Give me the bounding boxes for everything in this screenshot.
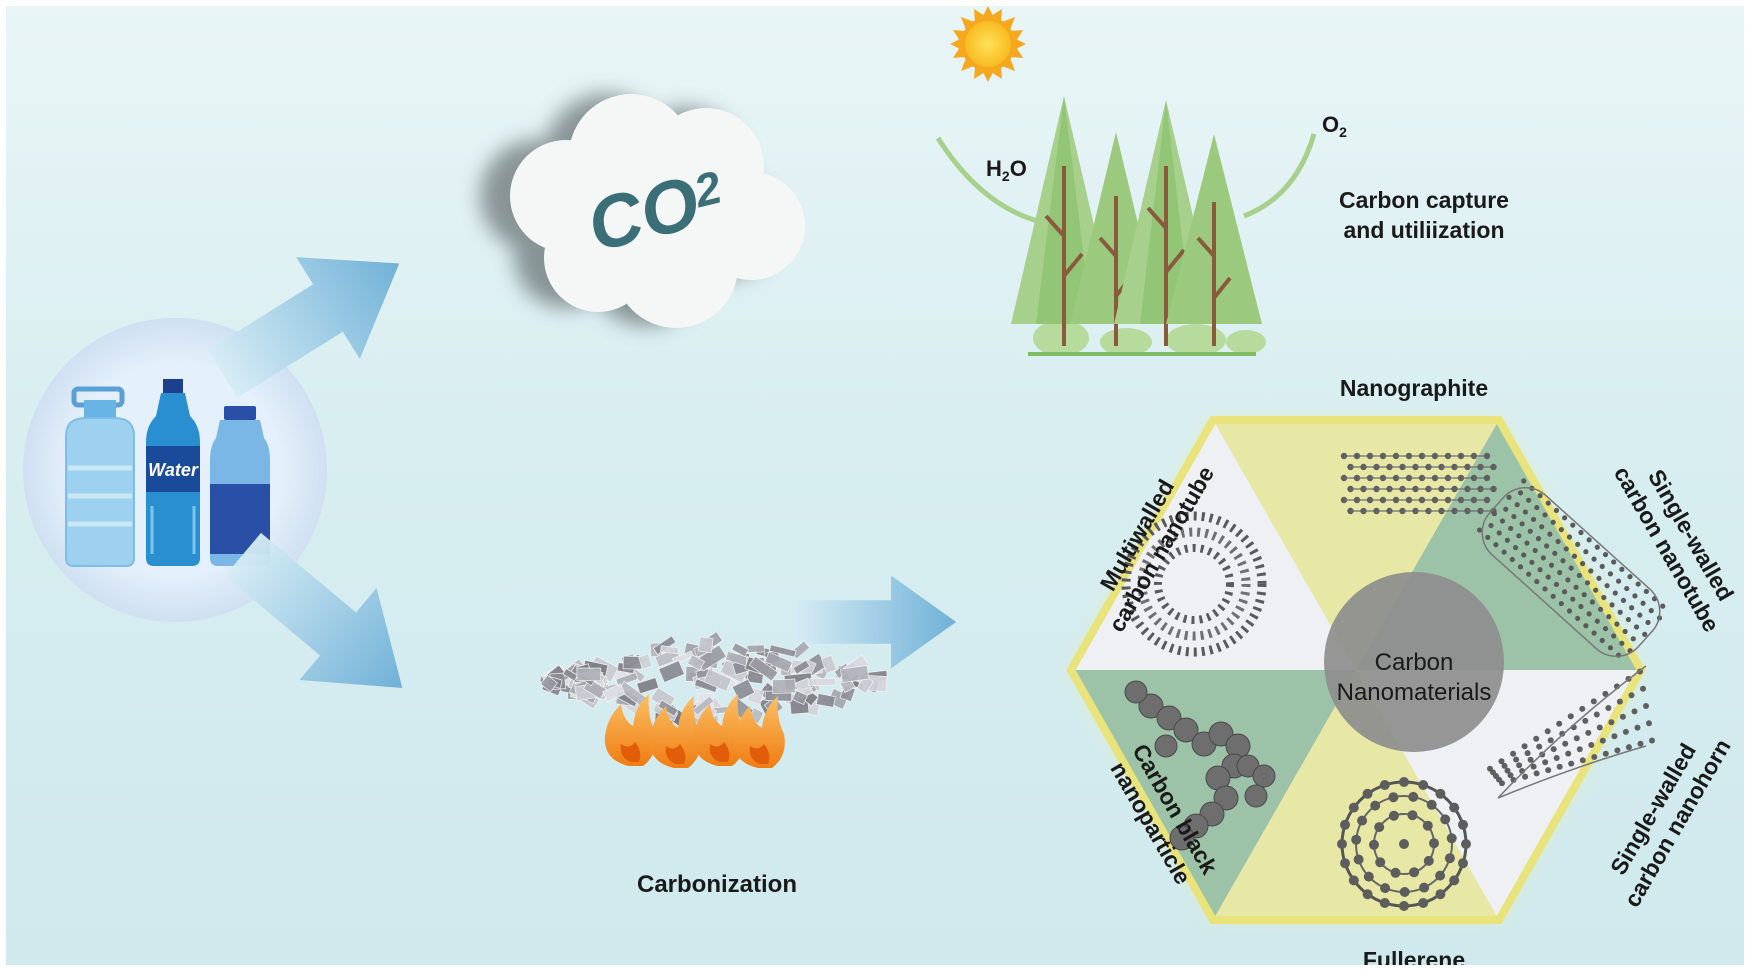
center-label-line2: Nanomaterials [1337,679,1492,706]
h2o-label: H2O [986,156,1027,184]
multiwalled-nanotube-icon [1121,511,1267,657]
jug-icon [65,386,135,567]
carbon-black-icon [1124,680,1276,851]
o2-label: O2 [1322,112,1347,140]
plastic-bottles-group: Water [23,318,327,622]
hex-sector-upper-left [1071,420,1356,670]
nanohorn-icon [1487,665,1655,799]
arrow-to-nanomaterials [794,575,957,669]
arrow-to-carbonization [225,532,403,688]
flames-icon [604,694,785,768]
nanomaterials-hexagon: Carbon Nanomaterials [1066,416,1666,924]
carbon-capture-caption-line1: Carbon capture [1339,187,1509,213]
single-walled-nanotube-icon [1476,478,1666,658]
co2-cloud: CO2 [480,94,805,328]
diagram-canvas: Water CO2 [6,6,1744,971]
center-label-line1: Carbon [1375,649,1454,676]
hex-sector-lower-left [1071,670,1356,920]
sun-icon [950,6,1026,82]
bottle-label: Water [148,460,199,480]
hex-sector-top [1213,420,1499,670]
shredded-plastic-pile [539,631,889,730]
arrow-to-co2 [208,257,400,398]
diagram-svg: Water CO2 [23,6,1739,971]
water-bottle-icon: Water [146,379,200,566]
forest-icon [935,96,1317,356]
label-nanographite: Nanographite [1340,375,1488,401]
tree-4 [1166,134,1262,346]
fullerene-icon [1337,777,1471,911]
label-fullerene: Fullerene [1363,947,1465,965]
carbon-capture-caption-line2: and utiliization [1344,217,1505,243]
nanographite-icon [1340,452,1497,515]
center-disc [1324,572,1504,752]
carbonization-label: Carbonization [637,871,797,898]
